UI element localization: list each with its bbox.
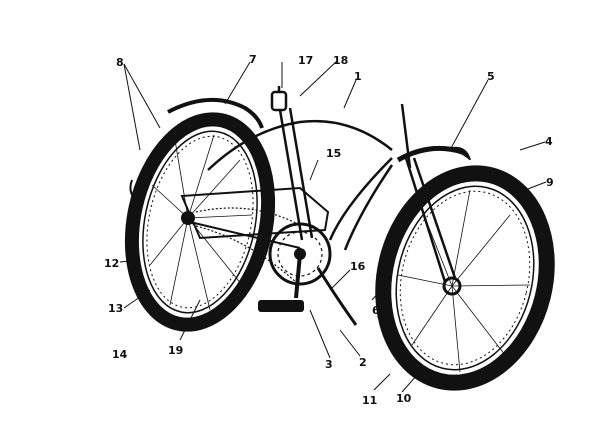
callout-15: 15 bbox=[326, 147, 341, 160]
callout-4: 4 bbox=[545, 135, 553, 148]
callout-5: 5 bbox=[487, 70, 495, 83]
down-tube bbox=[328, 157, 393, 241]
callout-10: 10 bbox=[396, 392, 412, 405]
callout-7: 7 bbox=[249, 53, 257, 66]
kickstand bbox=[316, 267, 358, 326]
callout-14: 14 bbox=[112, 348, 128, 361]
rear-rim bbox=[142, 130, 258, 314]
callout-19: 19 bbox=[168, 344, 183, 357]
callout-18: 18 bbox=[333, 54, 348, 67]
callout-13: 13 bbox=[108, 302, 123, 315]
seat-tube bbox=[278, 109, 304, 241]
chainring bbox=[268, 222, 332, 286]
front-fork bbox=[400, 103, 457, 283]
chain-stay bbox=[189, 221, 301, 249]
callout-6: 6 bbox=[372, 304, 380, 317]
rear-rim-inner bbox=[146, 135, 254, 309]
top-tube bbox=[207, 119, 393, 171]
front-rim-inner bbox=[399, 190, 531, 366]
rear-spokes bbox=[149, 134, 253, 311]
chain-guard bbox=[180, 186, 330, 240]
front-fender-tip bbox=[451, 146, 471, 161]
seat-assembly bbox=[270, 86, 288, 112]
callout-1: 1 bbox=[354, 70, 362, 83]
callout-17: 17 bbox=[298, 54, 313, 67]
callout-3: 3 bbox=[325, 358, 333, 371]
pedal bbox=[258, 300, 304, 312]
callout-16: 16 bbox=[350, 260, 366, 273]
front-rim bbox=[395, 185, 535, 371]
crank-arm bbox=[294, 253, 302, 299]
chainring-inner bbox=[277, 231, 323, 277]
rear-fender-stay bbox=[129, 179, 135, 199]
front-tire bbox=[375, 165, 555, 391]
chain bbox=[195, 207, 299, 285]
crank-assembly bbox=[258, 222, 358, 326]
front-spokes bbox=[397, 189, 531, 373]
callout-2: 2 bbox=[359, 356, 367, 369]
seat bbox=[270, 90, 288, 112]
callout-11: 11 bbox=[362, 394, 377, 407]
callout-12: 12 bbox=[104, 257, 119, 270]
frame bbox=[180, 107, 394, 251]
leader-lines bbox=[119, 59, 547, 393]
callout-labels: 8 7 17 18 1 5 4 15 9 12 13 16 6 14 19 3 … bbox=[104, 53, 554, 407]
rear-fender bbox=[167, 98, 264, 129]
front-wheel bbox=[375, 165, 555, 391]
down-tube-lower bbox=[343, 164, 394, 251]
seat-tube-2 bbox=[288, 107, 314, 239]
rear-tire bbox=[124, 112, 276, 332]
callout-8: 8 bbox=[116, 56, 124, 69]
callout-9: 9 bbox=[546, 176, 554, 189]
